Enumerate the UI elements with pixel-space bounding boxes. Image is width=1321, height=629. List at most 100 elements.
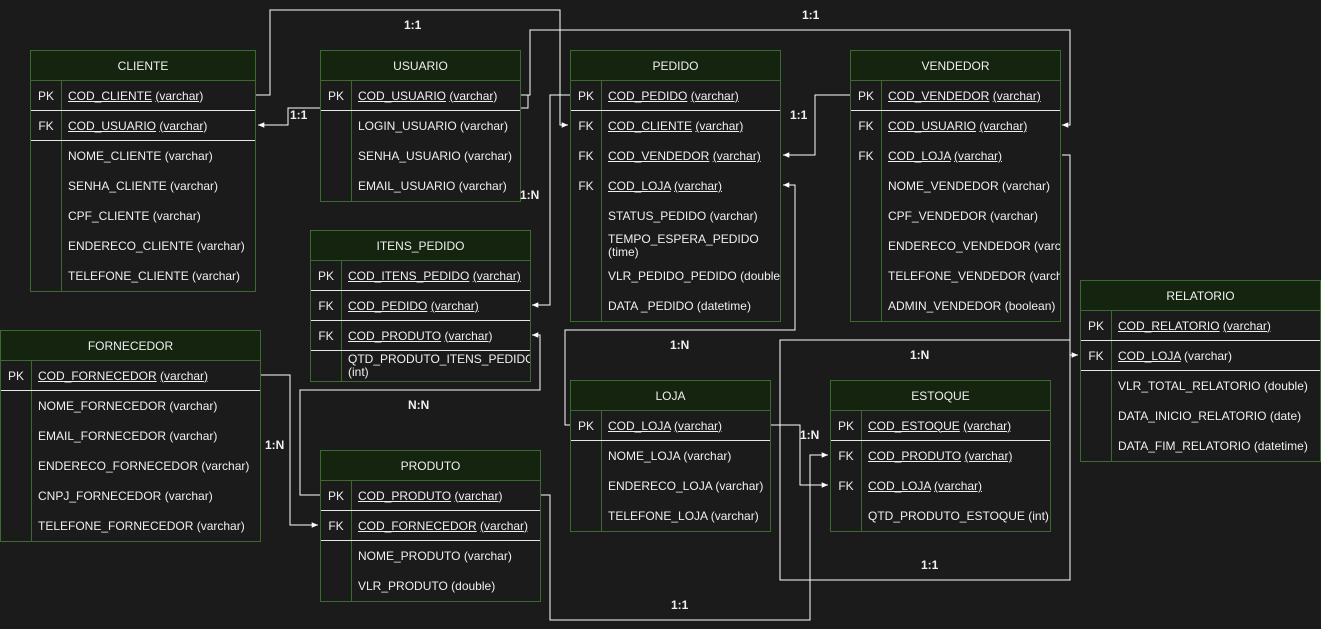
key-marker: PK (577, 88, 594, 103)
column-type: (varchar) (683, 449, 732, 463)
column-name: COD_PEDIDO (608, 88, 688, 103)
table-row[interactable]: LOGIN_USUARIO (varchar) (321, 111, 520, 141)
column-name: VLR_TOTAL_RELATORIO (1118, 379, 1261, 393)
table-row[interactable]: VLR_TOTAL_RELATORIO (double) (1081, 371, 1320, 401)
key-marker (851, 291, 881, 321)
table-row[interactable]: TELEFONE_VENDEDOR (varchar) (851, 261, 1060, 291)
column-type: (double) (451, 579, 496, 593)
table-row[interactable]: VLR_PEDIDO_PEDIDO (double) (571, 261, 780, 291)
table-row[interactable]: DATA_INICIO_RELATORIO (date) (1081, 401, 1320, 431)
column-name: LOGIN_USUARIO (358, 119, 457, 133)
table-row[interactable]: NOME_VENDEDOR (varchar) (851, 171, 1060, 201)
table-row[interactable]: EMAIL_USUARIO (varchar) (321, 171, 520, 201)
table-row[interactable]: VLR_PRODUTO (double) (321, 571, 540, 601)
column-name: VLR_PRODUTO (358, 579, 448, 593)
cardinality-label: 1:N (520, 188, 540, 202)
column-field: COD_RELATORIO (varchar) (1111, 319, 1271, 333)
table-row[interactable]: NOME_LOJA (varchar) (571, 441, 770, 471)
column-field: DATA_FIM_RELATORIO (datetime) (1111, 439, 1308, 453)
table-row[interactable]: ENDERECO_LOJA (varchar) (571, 471, 770, 501)
column-field: CPF_VENDEDOR (varchar) (881, 209, 1038, 223)
table-row[interactable]: SENHA_USUARIO (varchar) (321, 141, 520, 171)
key-marker (31, 141, 61, 171)
column-field: SENHA_CLIENTE (varchar) (61, 179, 218, 193)
column-type: (varchar) (192, 269, 241, 283)
table-row[interactable]: TEMPO_ESPERA_PEDIDO (time) (571, 231, 780, 261)
table-title: PEDIDO (571, 51, 780, 81)
table-row[interactable]: TELEFONE_LOJA (varchar) (571, 501, 770, 531)
column-field: COD_CLIENTE (varchar) (61, 89, 203, 103)
column-field: COD_ITENS_PEDIDO (varchar) (341, 269, 521, 283)
column-field: ADMIN_VENDEDOR (boolean) (881, 299, 1055, 313)
table-row[interactable]: NOME_FORNECEDOR (varchar) (1, 391, 260, 421)
column-name: COD_PRODUTO (868, 449, 962, 463)
table-row[interactable]: ENDERECO_FORNECEDOR (varchar) (1, 451, 260, 481)
column-name: VLR_PEDIDO_PEDIDO (608, 269, 737, 283)
table-row[interactable]: CNPJ_FORNECEDOR (varchar) (1, 481, 260, 511)
column-type: (varchar) (695, 119, 744, 133)
key-marker (31, 261, 61, 291)
table-row[interactable]: DATA_FIM_RELATORIO (datetime) (1081, 431, 1320, 461)
key-marker: FK (328, 518, 344, 533)
table-row[interactable]: ADMIN_VENDEDOR (boolean) (851, 291, 1060, 321)
column-type: (varchar) (152, 209, 201, 223)
table-row[interactable]: QTD_PRODUTO_ESTOQUE (int) (831, 501, 1050, 531)
table-row[interactable]: SENHA_CLIENTE (varchar) (31, 171, 255, 201)
table-row[interactable]: DATA _PEDIDO (datetime) (571, 291, 780, 321)
table-row[interactable]: ENDERECO_CLIENTE (varchar) (31, 231, 255, 261)
key-marker: PK (837, 418, 854, 433)
column-name: STATUS_PEDIDO (608, 209, 707, 223)
column-type: (varchar) (1034, 239, 1060, 253)
table-row[interactable]: EMAIL_FORNECEDOR (varchar) (1, 421, 260, 451)
column-name: NOME_LOJA (608, 449, 681, 463)
table-row[interactable]: CPF_CLIENTE (varchar) (31, 201, 255, 231)
line-vendedor-pedido[interactable] (783, 94, 850, 158)
table-row[interactable]: CPF_VENDEDOR (varchar) (851, 201, 1060, 231)
column-type: (varchar) (992, 88, 1041, 103)
column-field: VLR_PRODUTO (double) (351, 579, 495, 593)
column-name: COD_VENDEDOR (888, 88, 990, 103)
table-row[interactable]: NOME_CLIENTE (varchar) (31, 141, 255, 171)
table-row[interactable]: NOME_PRODUTO (varchar) (321, 541, 540, 571)
table-row[interactable]: QTD_PRODUTO_ITENS_PEDIDO (int) (311, 351, 530, 381)
column-field: ENDERECO_LOJA (varchar) (601, 479, 763, 493)
table-row[interactable]: ENDERECO_VENDEDOR (varchar) (851, 231, 1060, 261)
table-row[interactable]: TELEFONE_FORNECEDOR (varchar) (1, 511, 260, 541)
table-row[interactable]: TELEFONE_CLIENTE (varchar) (31, 261, 255, 291)
table-row[interactable]: STATUS_PEDIDO (varchar) (571, 201, 780, 231)
column-name: QTD_PRODUTO_ESTOQUE (868, 509, 1025, 523)
